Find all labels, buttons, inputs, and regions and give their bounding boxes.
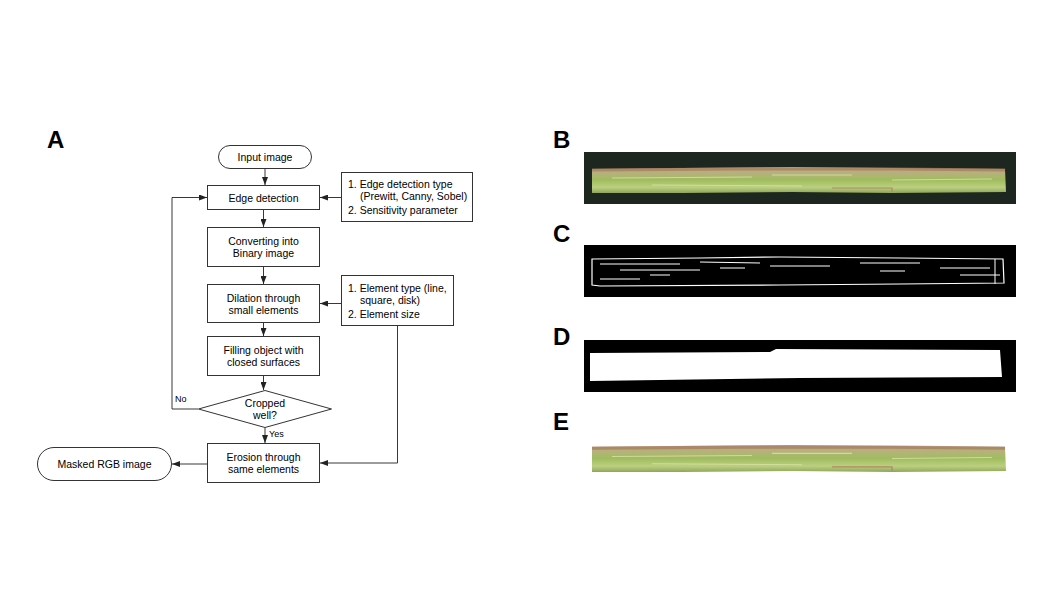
- edge-outline: [592, 257, 1004, 286]
- stalk-streak: [592, 447, 1005, 448]
- edge-map-background: [584, 245, 1016, 297]
- panel-letter: E: [553, 408, 569, 436]
- connector-arrow: [263, 210, 264, 227]
- stalk-sheath-edge: [832, 188, 892, 192]
- stalk-highlight: [612, 175, 992, 186]
- edge-label: No: [175, 394, 187, 405]
- panel-letter: A: [47, 126, 64, 154]
- masked-stalk: [592, 445, 1006, 472]
- node-text: Converting into Binary image: [218, 235, 309, 259]
- connector-arrow: [265, 428, 266, 443]
- connector-arrow: [172, 464, 207, 465]
- mask-background: [584, 340, 1016, 392]
- stalk-sheath-edge: [832, 467, 892, 471]
- terminal-node: Masked RGB image: [37, 447, 172, 481]
- node-text: 2. Sensitivity parameter: [360, 204, 468, 216]
- stalk-body: [592, 445, 1006, 472]
- node-text: 1. Element type (line, square, disk): [360, 282, 449, 306]
- node-text: Edge detection: [228, 192, 298, 204]
- stalk-body: [592, 167, 1006, 193]
- stalk-photo: [592, 167, 1006, 193]
- stalk-streak: [592, 169, 1005, 170]
- connector-arrow: [172, 198, 207, 410]
- diamond-shape: [199, 391, 332, 428]
- node-text: Input image: [238, 151, 293, 163]
- connector-arrow: [263, 323, 264, 336]
- connector-arrow: [265, 169, 266, 185]
- node-text: Filling object with closed surfaces: [218, 344, 309, 368]
- node-text: 2. Element size: [360, 308, 449, 320]
- connector-arrow: [263, 267, 264, 284]
- process-box: Dilation through small elements: [207, 284, 320, 323]
- terminal-shape: [219, 146, 312, 169]
- parameter-box: 1. Edge detection type (Prewitt, Canny, …: [341, 172, 473, 222]
- edge-label: Yes: [269, 429, 284, 440]
- panel-letter: D: [553, 323, 570, 351]
- connector-arrow: [320, 326, 398, 463]
- process-box: Edge detection: [207, 185, 320, 210]
- photo-background: [584, 152, 1016, 204]
- node-text: Cropped well?: [238, 397, 292, 421]
- binary-mask: [590, 349, 1002, 381]
- connector-arrow: [320, 303, 341, 304]
- node-text: Dilation through small elements: [218, 292, 309, 316]
- process-box: Erosion through same elements: [207, 443, 320, 483]
- process-box: Converting into Binary image: [207, 227, 320, 267]
- edge-fragments: [600, 259, 1000, 284]
- node-text: 1. Edge detection type (Prewitt, Canny, …: [360, 178, 468, 202]
- process-box: Filling object with closed surfaces: [207, 336, 320, 376]
- node-text: Erosion through same elements: [218, 451, 309, 475]
- decision-diamond: Cropped well?: [198, 390, 332, 428]
- stalk-highlight: [612, 453, 992, 464]
- terminal-shape: [38, 448, 172, 481]
- terminal-node: Input image: [218, 145, 312, 169]
- panel-letter: C: [553, 220, 570, 248]
- node-text: Masked RGB image: [58, 458, 152, 470]
- connector-arrow: [263, 376, 264, 390]
- parameter-box: 1. Element type (line, square, disk) 2. E…: [341, 275, 454, 326]
- panel-letter: B: [553, 126, 570, 154]
- connector-arrow: [320, 197, 341, 198]
